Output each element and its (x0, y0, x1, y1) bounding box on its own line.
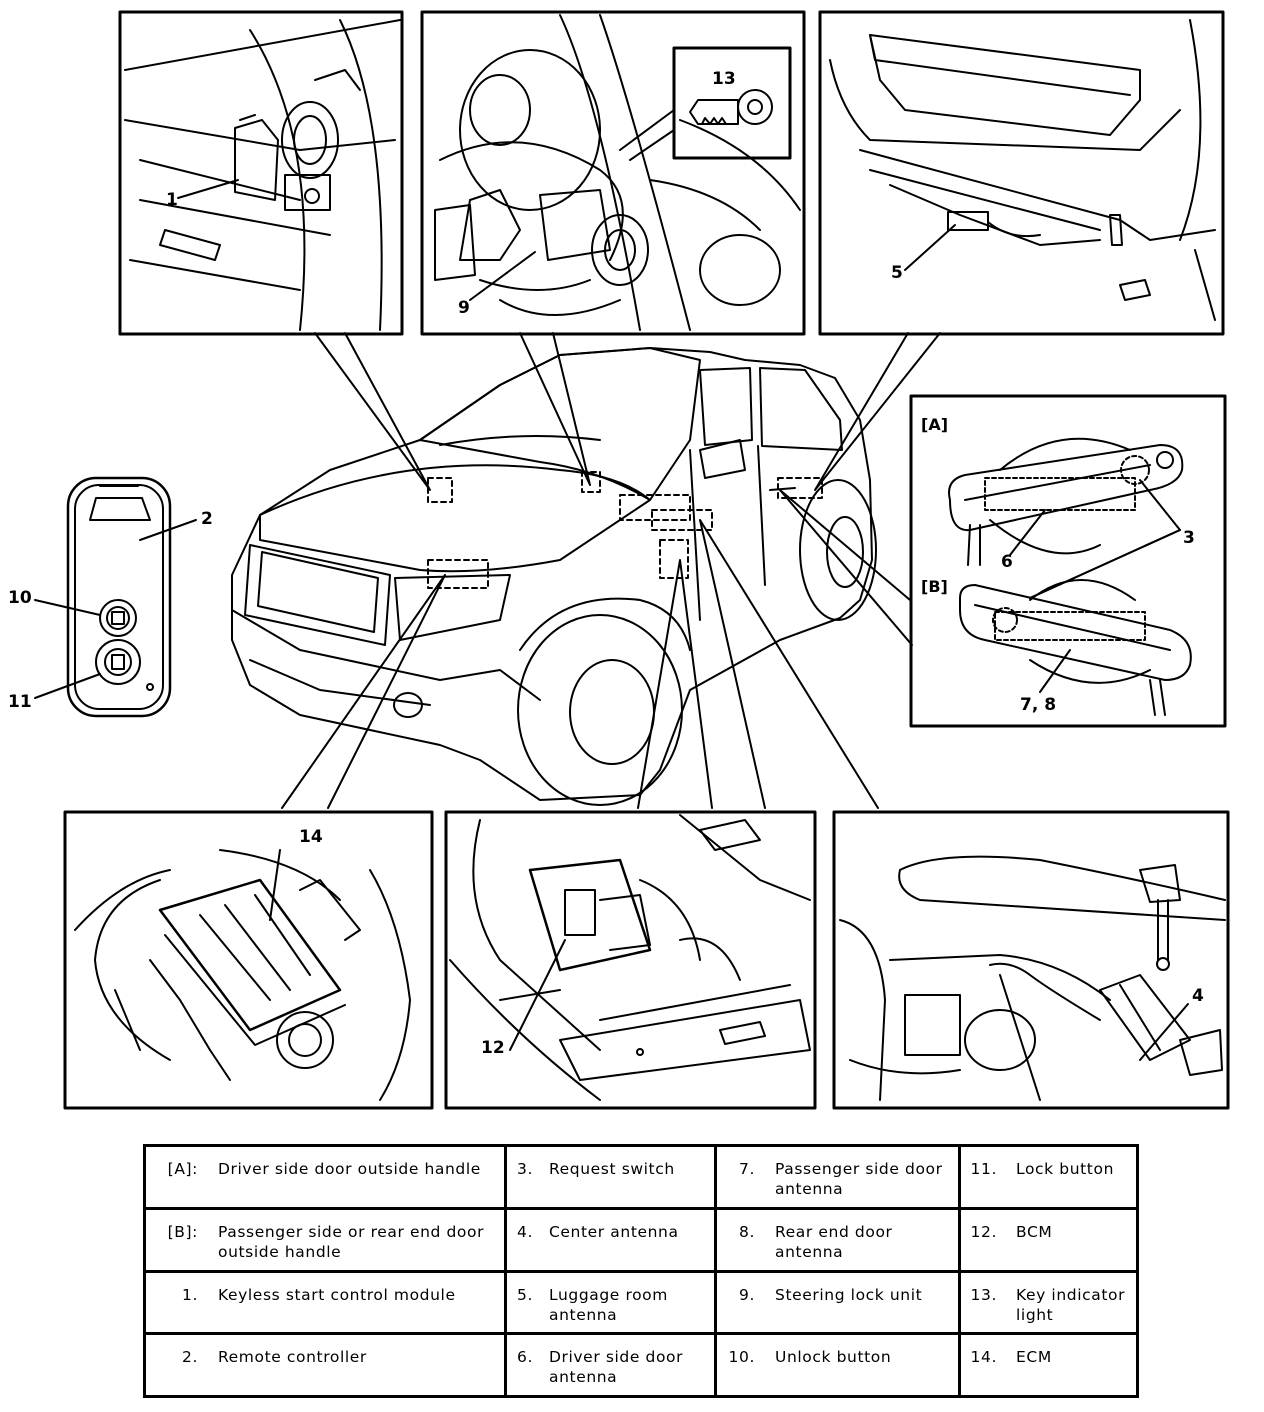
legend-number: 12. (970, 1222, 997, 1241)
callout-5: 5 (891, 263, 903, 283)
legend-cell: [B]: Passenger side or rear end door outs… (143, 1206, 507, 1273)
legend-cell: 11. Lock button (958, 1144, 1139, 1210)
callout-9: 9 (458, 298, 470, 318)
legend-cell: 4. Center antenna (504, 1206, 717, 1273)
legend-table: [A]: Driver side door outside handle 3. Req… (143, 1144, 1139, 1398)
panel-keyless-module (118, 10, 404, 336)
callout-11: 11 (8, 692, 32, 712)
legend-description: Unlock button (775, 1348, 892, 1367)
legend-description: Rear end door antenna (775, 1222, 893, 1261)
legend-description: Request switch (549, 1160, 675, 1178)
legend-description: BCM (1016, 1222, 1053, 1241)
legend-number: 1. (182, 1285, 198, 1304)
legend-number: 14. (970, 1348, 997, 1367)
legend-description: Luggage room antenna (549, 1285, 668, 1324)
legend-description: Steering lock unit (775, 1285, 923, 1304)
panel-bcm (444, 810, 817, 1110)
legend-number: 13. (970, 1285, 997, 1304)
panel-luggage-antenna (818, 10, 1225, 336)
legend-number: 8. (739, 1222, 755, 1241)
legend-cell: 6. Driver side door antenna (504, 1332, 717, 1398)
callout-4: 4 (1192, 986, 1204, 1006)
label-a: [A] (921, 415, 948, 434)
legend-description: Driver side door antenna (549, 1348, 684, 1387)
legend-row: 2. Remote controller 6. Driver side door an… (143, 1332, 1139, 1398)
callout-12: 12 (481, 1038, 505, 1058)
legend-row: [B]: Passenger side or rear end door outs… (143, 1206, 1139, 1273)
callout-14: 14 (299, 827, 323, 847)
legend-cell: 9. Steering lock unit (714, 1269, 961, 1336)
panel-door-handles (909, 394, 1227, 728)
legend-description: Passenger side or rear end door outside … (218, 1222, 485, 1261)
panel-center-antenna (832, 810, 1230, 1110)
legend-number: [B]: (167, 1222, 198, 1241)
legend-description: Passenger side door antenna (775, 1160, 943, 1198)
legend-cell: 12. BCM (958, 1206, 1139, 1273)
component-location-diagram: 1 2 3 4 5 6 7, 8 9 10 11 12 13 14 [A] [B… (8, 10, 1230, 1110)
legend-number: 7. (739, 1160, 755, 1178)
label-b: [B] (921, 577, 948, 596)
legend-row: 1. Keyless start control module 5. Luggage … (143, 1269, 1139, 1336)
legend-description: Key indicator light (1016, 1285, 1126, 1324)
callout-10: 10 (8, 588, 32, 608)
callout-3: 3 (1183, 528, 1195, 548)
legend-cell: 14. ECM (958, 1332, 1139, 1398)
remote-controller (34, 476, 197, 718)
callout-6: 6 (1001, 552, 1013, 572)
legend-number: 3. (517, 1160, 533, 1178)
legend-cell: 2. Remote controller (143, 1332, 507, 1398)
legend-number: 10. (728, 1348, 755, 1367)
legend-cell: 8. Rear end door antenna (714, 1206, 961, 1273)
legend-description: Remote controller (218, 1348, 367, 1367)
callout-7-8: 7, 8 (1020, 695, 1056, 715)
legend-number: 9. (739, 1285, 755, 1304)
legend-cell: 10. Unlock button (714, 1332, 961, 1398)
leader-lines (281, 332, 941, 809)
callout-labels: 1 2 3 4 5 6 7, 8 9 10 11 12 13 14 [A] [B… (8, 69, 1204, 1058)
legend-number: 5. (517, 1285, 533, 1304)
legend-row: [A]: Driver side door outside handle 3. Req… (143, 1144, 1139, 1210)
legend-description: Keyless start control module (218, 1285, 456, 1304)
callout-13: 13 (712, 69, 736, 89)
panel-steering-lock (420, 10, 806, 336)
legend-number: 11. (970, 1160, 997, 1178)
legend-cell: 5. Luggage room antenna (504, 1269, 717, 1336)
callout-leaders (1029, 529, 1181, 599)
panel-ecm (63, 810, 434, 1110)
callout-1: 1 (166, 190, 178, 210)
legend-cell: 1. Keyless start control module (143, 1269, 507, 1336)
callout-2: 2 (201, 509, 213, 529)
legend-cell: 3. Request switch (504, 1144, 717, 1210)
legend-cell: [A]: Driver side door outside handle (143, 1144, 507, 1210)
legend-number: 6. (517, 1348, 533, 1367)
legend-description: Driver side door outside handle (218, 1160, 481, 1178)
legend-description: Center antenna (549, 1222, 679, 1241)
legend-number: 4. (517, 1222, 533, 1241)
legend-cell: 7. Passenger side door antenna (714, 1144, 961, 1210)
legend-description: ECM (1016, 1348, 1052, 1367)
legend-number: [A]: (167, 1160, 198, 1178)
vehicle-illustration (231, 347, 877, 806)
legend-number: 2. (182, 1348, 198, 1367)
legend-description: Lock button (1016, 1160, 1114, 1178)
legend-cell: 13. Key indicator light (958, 1269, 1139, 1336)
